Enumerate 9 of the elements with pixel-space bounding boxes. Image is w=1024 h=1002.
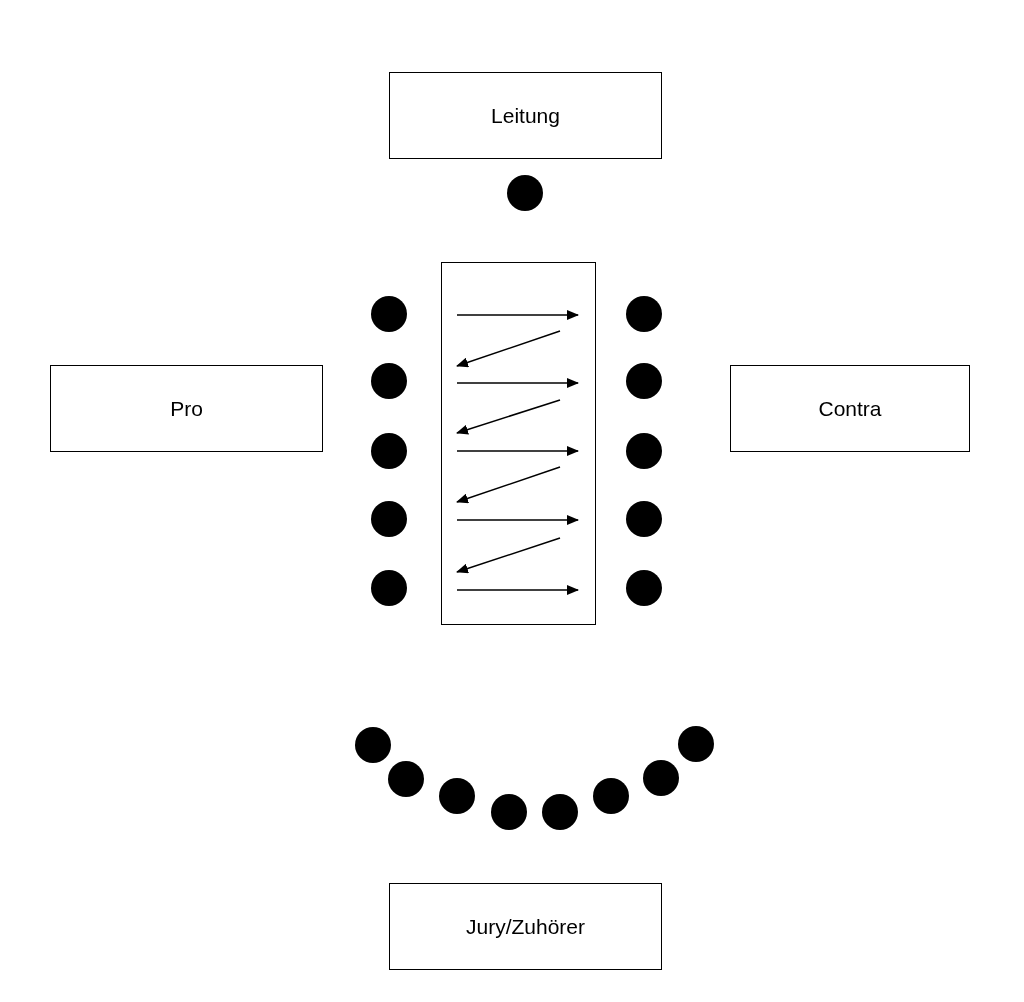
empty-frame: [441, 262, 596, 625]
box-label: Leitung: [491, 103, 560, 128]
box-label: Jury/Zuhörer: [465, 914, 585, 939]
label-box: [50, 365, 323, 452]
label-box: [730, 365, 970, 452]
box-label: Contra: [818, 396, 882, 421]
box-label: Pro: [170, 396, 203, 421]
label-box: [389, 883, 662, 970]
label-box: [389, 72, 662, 159]
